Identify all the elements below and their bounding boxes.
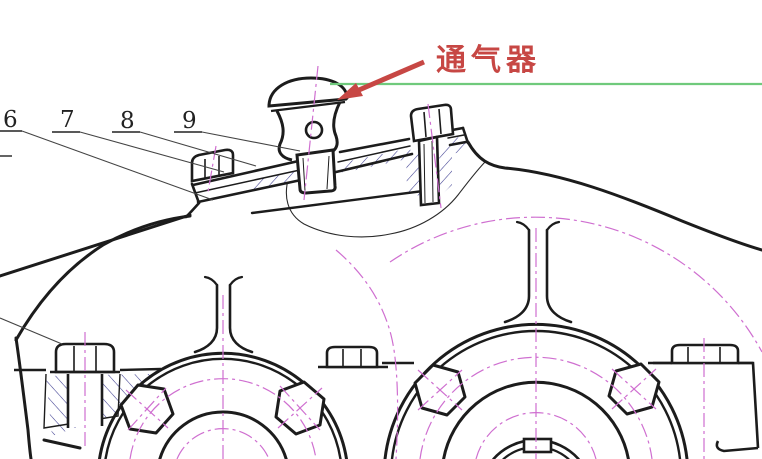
right-flange-block: [648, 343, 760, 453]
callout-label-9: 9: [182, 108, 197, 134]
label-underlines: [0, 130, 202, 157]
breather-annotation-arrow: [337, 59, 425, 100]
callout-label-7: 7: [60, 107, 75, 133]
mid-flange-bolt: [318, 345, 414, 369]
breather-annotation-text: 通气器: [436, 43, 541, 78]
housing-outline: [0, 140, 762, 459]
section-hatching: [46, 136, 468, 436]
pitch-circle-right: [389, 216, 762, 353]
pitch-circle-left: [335, 249, 399, 459]
local-section-boundary: [285, 160, 487, 238]
breather-valve: [267, 76, 349, 195]
inspection-cover-plate: [184, 126, 470, 219]
callout-label-8: 8: [120, 108, 135, 134]
leader-lines: [0, 130, 301, 345]
callout-label-6: 6: [3, 107, 18, 133]
callouts: 6 7 8 9: [0, 107, 301, 345]
centerlines: [84, 65, 762, 459]
bearing-cap-bolts: [119, 362, 661, 436]
shaft-keyway: [522, 437, 553, 454]
